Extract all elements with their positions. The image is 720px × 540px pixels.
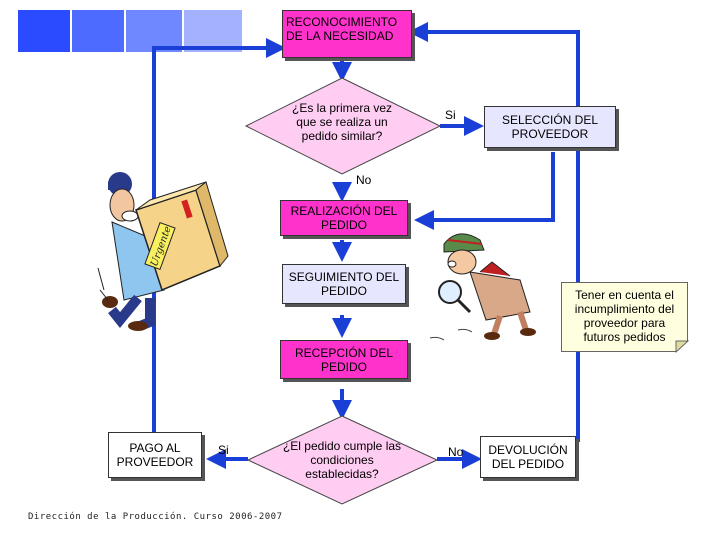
node-order-tracking: SEGUIMIENTO DEL PEDIDO xyxy=(282,264,406,304)
node-recognition: RECONOCIMIENTO DE LA NECESIDAD xyxy=(282,10,412,58)
label-no-top: No xyxy=(356,173,372,187)
arrow-selection-to-order xyxy=(414,152,555,230)
node-supplier-selection: SELECCIÓN DEL PROVEEDOR xyxy=(484,106,616,148)
label-no-bottom: No xyxy=(448,445,464,459)
node-payment: PAGO AL PROVEEDOR xyxy=(108,432,202,478)
node-order-reception: RECEPCIÓN DEL PEDIDO xyxy=(280,340,408,379)
footer-course: Dirección de la Producción. Curso 2006-2… xyxy=(28,512,283,522)
node-return: DEVOLUCIÓN DEL PEDIDO xyxy=(480,436,576,478)
label-yes-bottom: Si xyxy=(218,443,229,457)
label-yes-top: Si xyxy=(445,108,456,122)
note-supplier-noncompliance: Tener en cuenta el incumplimiento del pr… xyxy=(561,282,688,352)
decision-conditions-diamond xyxy=(246,415,439,505)
node-order-placement: REALIZACIÓN DEL PEDIDO xyxy=(280,200,408,236)
decision-first-time-diamond xyxy=(244,77,442,175)
node-first-time-question: ¿Es la primera vez que se realiza un ped… xyxy=(291,101,393,143)
node-conditions-question: ¿El pedido cumple las condiciones establ… xyxy=(282,439,402,481)
